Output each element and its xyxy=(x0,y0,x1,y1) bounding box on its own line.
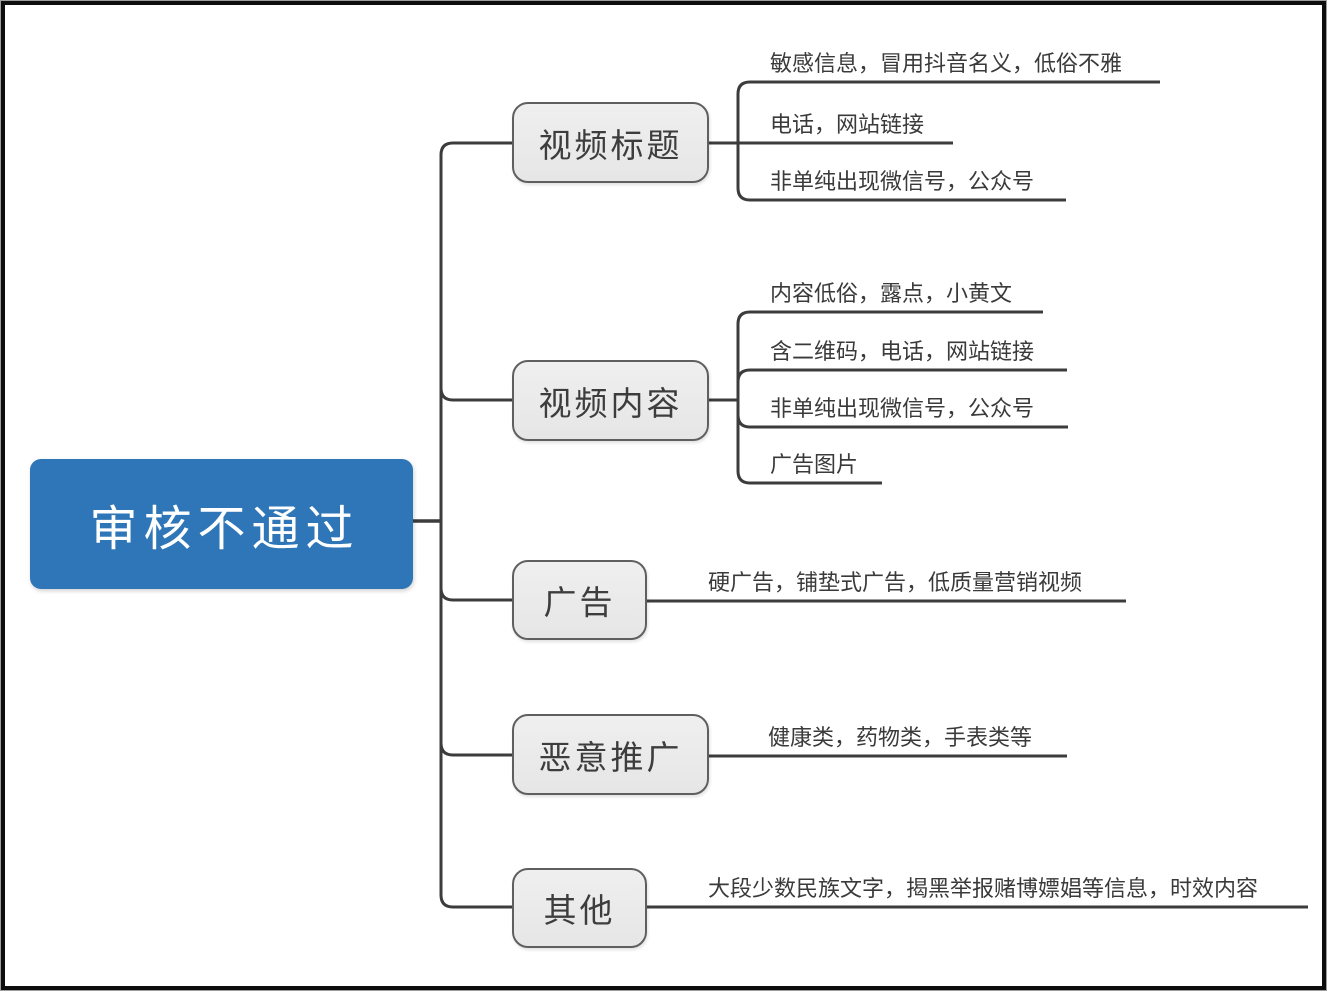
branch2-leaf3-underline xyxy=(736,414,1068,429)
elbow-branch3 xyxy=(439,587,514,602)
trunk-line xyxy=(439,141,514,909)
branch2-spine-leaf1-leaf4 xyxy=(736,310,1043,485)
branch-node-other[interactable]: 其他 xyxy=(512,868,647,948)
leaf-label[interactable]: 健康类，药物类，手表类等 xyxy=(768,725,1033,750)
leaf-label[interactable]: 电话，网站链接 xyxy=(770,112,925,137)
branch2-leaf2-underline xyxy=(736,368,1067,383)
branch-node-label: 视频标题 xyxy=(538,126,683,164)
branch-node-label: 其他 xyxy=(543,892,616,929)
leaf-label[interactable]: 非单纯出现微信号，公众号 xyxy=(770,396,1035,421)
leaf-label[interactable]: 含二维码，电话，网站链接 xyxy=(770,339,1035,364)
leaf-label[interactable]: 大段少数民族文字，揭黑举报赌博嫖娼等信息，时效内容 xyxy=(708,876,1259,901)
branch-node-malicious-promotion[interactable]: 恶意推广 xyxy=(512,714,709,795)
elbow-branch2 xyxy=(439,387,512,402)
elbow-branch4 xyxy=(439,742,512,757)
branch-node-video-content[interactable]: 视频内容 xyxy=(512,360,709,441)
branch-node-label: 广告 xyxy=(543,584,616,621)
leaf-label[interactable]: 硬广告，铺垫式广告，低质量营销视频 xyxy=(708,570,1083,595)
branch-node-video-title[interactable]: 视频标题 xyxy=(512,102,709,183)
root-node-label: 审核不通过 xyxy=(89,503,360,556)
root-node[interactable]: 审核不通过 xyxy=(30,459,413,589)
branch-node-label: 恶意推广 xyxy=(538,738,683,776)
branch-node-advertising[interactable]: 广告 xyxy=(512,560,647,640)
branch1-spine-leaf1-leaf3 xyxy=(736,80,1160,202)
leaf-label[interactable]: 内容低俗，露点，小黄文 xyxy=(770,281,1013,306)
branch-node-label: 视频内容 xyxy=(538,384,683,422)
leaf-label[interactable]: 敏感信息，冒用抖音名义，低俗不雅 xyxy=(770,51,1123,76)
leaf-label[interactable]: 广告图片 xyxy=(770,452,859,477)
leaf-label[interactable]: 非单纯出现微信号，公众号 xyxy=(770,169,1035,194)
